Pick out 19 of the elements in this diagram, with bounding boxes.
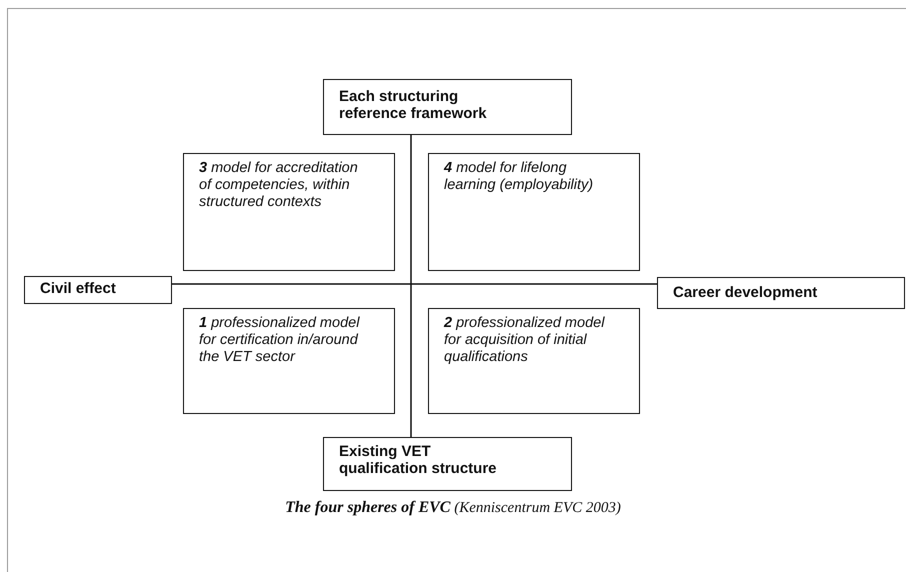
model-box xyxy=(183,153,395,271)
model-description: 1 professionalized model for certification in/around the VET sector xyxy=(199,315,361,366)
axis-label-box xyxy=(24,276,172,304)
axis-label: Each structuring reference framework xyxy=(339,88,488,122)
model-description: 3 model for accreditation of competencies, within structured contexts xyxy=(199,160,359,211)
axis-label: Existing VET qualification structure xyxy=(339,443,498,477)
axis-label: Civil effect xyxy=(40,280,117,297)
axis-label-box xyxy=(323,79,572,135)
model-description: 2 professionalized model for acquisition of initial qualifications xyxy=(444,315,606,366)
caption: The four spheres of EVC (Kenniscentrum EVC 2003) xyxy=(285,500,621,516)
model-box xyxy=(428,308,640,414)
model-box xyxy=(428,153,640,271)
axis-label: Career development xyxy=(673,284,818,301)
connector-line xyxy=(172,283,657,285)
axis-label-box xyxy=(323,437,572,491)
model-description: 4 model for lifelong learning (employability) xyxy=(444,160,594,194)
connector-line xyxy=(410,135,412,437)
model-box xyxy=(183,308,395,414)
axis-label-box xyxy=(657,277,905,309)
